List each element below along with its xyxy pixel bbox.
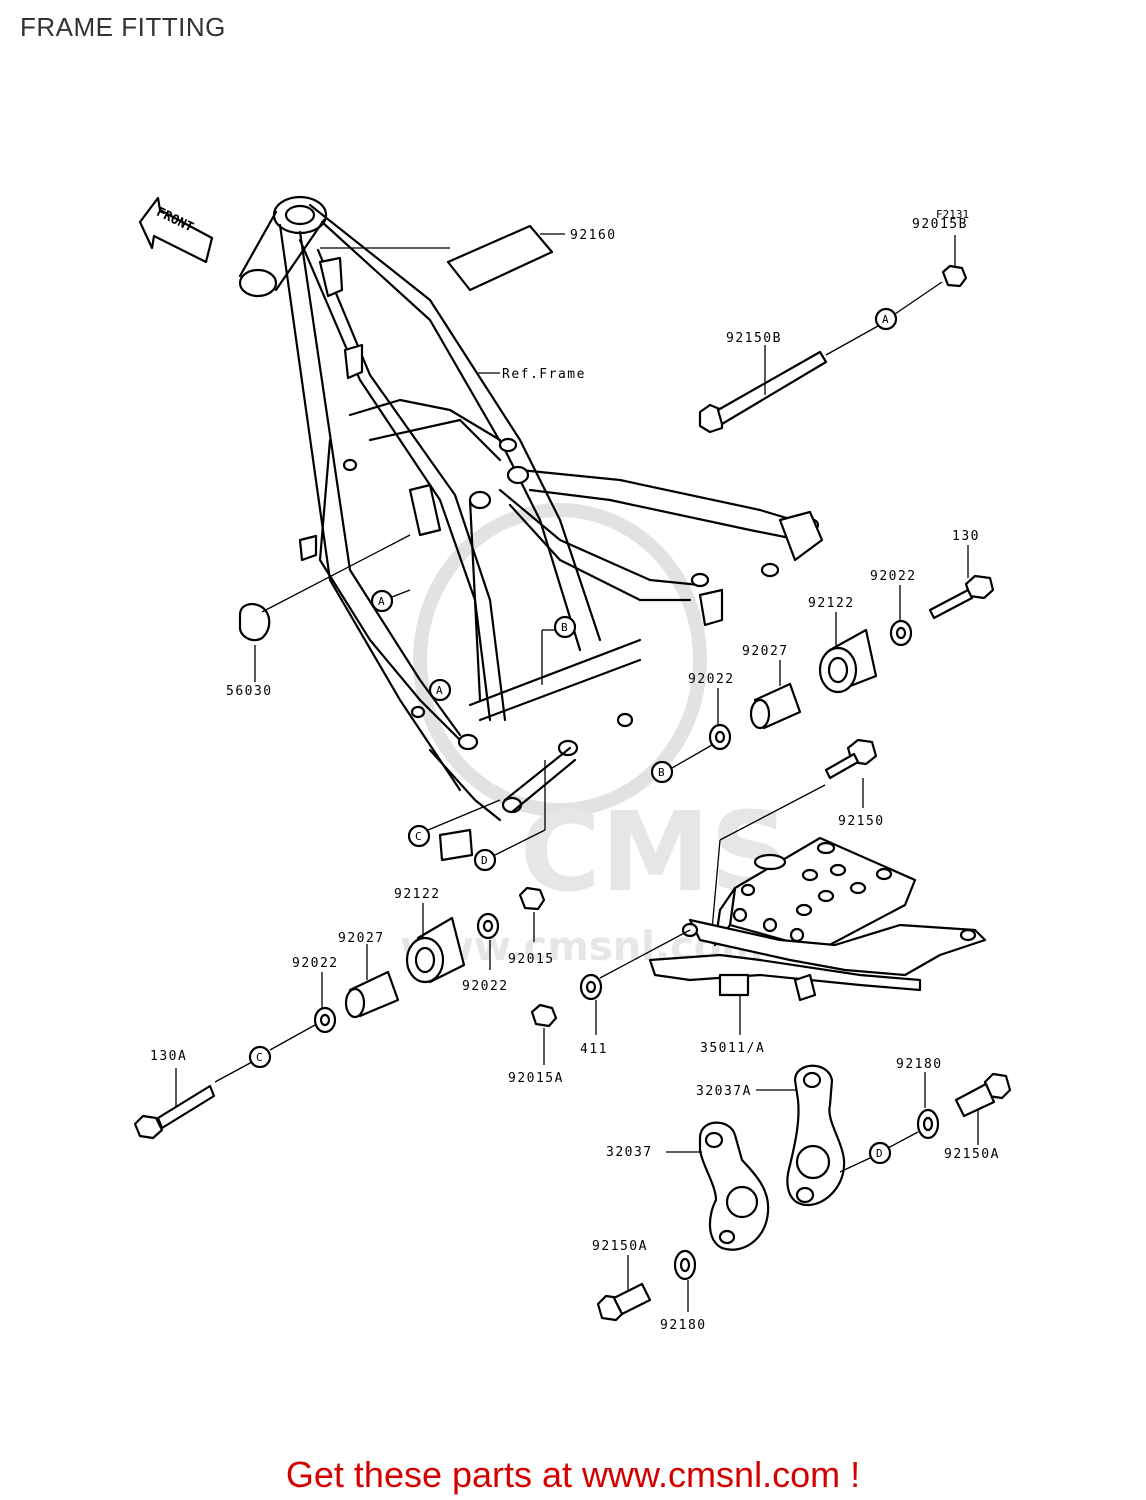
- part-label-92122-left: 92122: [394, 887, 441, 902]
- bushing-92122-right: [818, 628, 878, 694]
- ring-56030: [238, 603, 271, 642]
- callout-a1: A: [882, 313, 889, 326]
- callout-c1: C: [415, 830, 422, 843]
- part-label-92180-bottom: 92180: [660, 1318, 707, 1333]
- nut-92015A: [530, 1003, 558, 1028]
- part-label-32037: 32037: [606, 1145, 653, 1160]
- page-title: FRAME FITTING: [20, 12, 226, 42]
- ref-frame-label: Ref.Frame: [502, 367, 586, 382]
- part-label-92150A-right: 92150A: [944, 1147, 1000, 1162]
- collar-92027-right: [749, 682, 802, 730]
- nut-92015B: [941, 264, 968, 288]
- callout-d2: D: [876, 1147, 883, 1160]
- part-label-92015A: 92015A: [508, 1071, 564, 1086]
- bolt-92150B: [698, 350, 828, 434]
- front-arrow-icon: FRONT: [138, 196, 214, 264]
- callout-a3: A: [436, 684, 443, 697]
- bolt-92150A-bottom: [596, 1282, 652, 1322]
- part-label-411: 411: [580, 1042, 608, 1057]
- part-label-92122-right: 92122: [808, 596, 855, 611]
- figure-code: F2131: [936, 208, 969, 221]
- part-label-92015: 92015: [508, 952, 555, 967]
- bolt-130: [928, 574, 995, 620]
- collar-92027-left: [344, 970, 400, 1019]
- plate-32037: [698, 1121, 770, 1251]
- label-sticker-92160: [446, 224, 554, 292]
- callout-c2: C: [256, 1051, 263, 1064]
- part-label-92150B: 92150B: [726, 331, 782, 346]
- frame-main: [238, 195, 824, 862]
- part-label-92160: 92160: [570, 228, 617, 243]
- part-label-92150: 92150: [838, 814, 885, 829]
- part-label-130: 130: [952, 529, 980, 544]
- part-label-92022-right: 92022: [870, 569, 917, 584]
- plate-32037A: [786, 1064, 846, 1207]
- part-label-130A: 130A: [150, 1049, 187, 1064]
- part-label-35011A: 35011/A: [700, 1041, 765, 1056]
- part-label-92027-left: 92027: [338, 931, 385, 946]
- part-label-92022-middle: 92022: [688, 672, 735, 687]
- nut-92015: [518, 886, 546, 911]
- callout-d1: D: [481, 854, 488, 867]
- callout-b1: B: [561, 621, 568, 634]
- part-label-92180-top: 92180: [896, 1057, 943, 1072]
- part-label-32037A: 32037A: [696, 1084, 752, 1099]
- part-label-92027-right: 92027: [742, 644, 789, 659]
- part-label-56030: 56030: [226, 684, 273, 699]
- bolt-92150: [824, 738, 878, 780]
- part-label-92022-left: 92022: [292, 956, 339, 971]
- callout-b2: B: [658, 766, 665, 779]
- footer-promo-text: Get these parts at www.cmsnl.com !: [285, 1454, 861, 1495]
- callout-a2: A: [378, 595, 385, 608]
- part-label-92150A-bottom: 92150A: [592, 1239, 648, 1254]
- bushing-92122-left: [405, 916, 466, 984]
- bolt-92150A-right: [954, 1072, 1012, 1118]
- part-label-92022-center: 92022: [462, 979, 509, 994]
- bolt-130A: [133, 1084, 216, 1140]
- part-label-92015B: 92015B: [912, 217, 968, 232]
- callout-circle: [874, 307, 898, 331]
- engine-bracket-35011A: [648, 836, 987, 1002]
